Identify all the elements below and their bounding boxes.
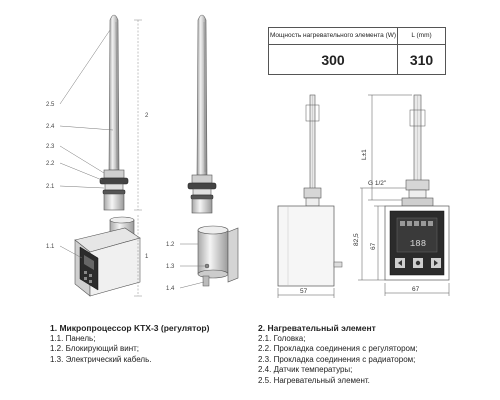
table-header-length: L (mm) <box>397 26 446 46</box>
legend-controller-title: 1. Микропроцессор KTX-3 (регулятор) <box>50 323 210 333</box>
dim-width-57: 57 <box>300 288 308 295</box>
legend-heating-element: 2. Нагревательный элемент 2.1. Головка; … <box>258 323 418 386</box>
legend-heating-title: 2. Нагревательный элемент <box>258 323 376 333</box>
table-value-length: 310 <box>397 44 446 75</box>
callout-1-1: 1.1 <box>46 244 55 250</box>
callout-1-3: 1.3 <box>166 264 175 270</box>
callout-1-4: 1.4 <box>166 286 175 292</box>
callout-2-1: 2.1 <box>46 184 55 190</box>
legend-item: 2.4. Датчик температуры; <box>258 365 353 374</box>
legend-item: 2.5. Нагревательный элемент. <box>258 375 370 385</box>
display-reading: 188 <box>410 239 426 249</box>
legend-item: 1.2. Блокирующий винт; <box>50 344 140 353</box>
view-isometric-left: 2.5 2.4 2.3 2.2 2.1 1.1 2 1 <box>46 14 149 297</box>
callout-2-3: 2.3 <box>46 144 55 150</box>
legend-item: 2.3. Прокладка соединения с радиатором; <box>258 354 416 364</box>
callout-2: 2 <box>145 113 149 119</box>
callout-2-2: 2.2 <box>46 161 55 167</box>
callout-1: 1 <box>145 254 149 260</box>
legend-item: 1.1. Панель; <box>50 333 96 343</box>
legend-controller: 1. Микропроцессор KTX-3 (регулятор) 1.1.… <box>50 323 209 365</box>
legend-item: 2.1. Головка; <box>258 333 306 343</box>
power-length-table: Мощность нагревательного элемента (W) L … <box>268 26 446 75</box>
dim-thread: G 1/2" <box>368 180 387 187</box>
callout-2-5: 2.5 <box>46 102 55 108</box>
dim-height-82-5: 82,5 <box>353 233 360 246</box>
legend-item: 2.2. Прокладка соединения с регулятором; <box>258 344 418 353</box>
dim-length-L: L±1 <box>361 149 368 160</box>
dim-width-67: 67 <box>412 286 420 293</box>
table-value-power: 300 <box>268 44 398 75</box>
view-front-orthographic: 188 <box>353 94 450 296</box>
dim-height-67: 67 <box>370 242 377 250</box>
callout-2-4: 2.4 <box>46 124 55 130</box>
callout-1-2: 1.2 <box>166 242 175 248</box>
table-header-power: Мощность нагревательного элемента (W) <box>268 26 398 46</box>
view-side-orthographic: 57 <box>277 94 343 298</box>
legend-item: 1.3. Электрический кабель. <box>50 354 152 364</box>
view-isometric-middle: 1.2 1.3 1.4 <box>166 14 239 292</box>
